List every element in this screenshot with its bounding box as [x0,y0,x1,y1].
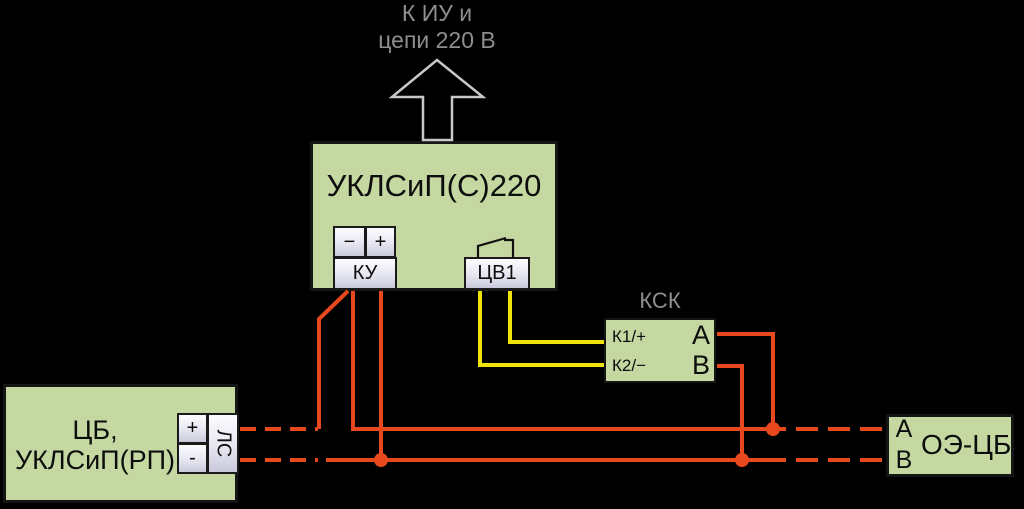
cb-minus-label: - [189,447,196,469]
wire-cv1-to-k2 [478,291,604,367]
ksk-title: КСК [639,288,681,313]
ku-plus-label: + [374,230,387,253]
cb-unit-name-line1: ЦБ, [72,415,118,445]
ksk-channel-a: А [691,320,710,350]
oe-line-a-label: А [895,415,913,443]
cb-minus-terminal: - [177,443,208,474]
cb-unit-name: ЦБ, УКЛСиП(РП) [9,415,181,475]
cb-plus-terminal: + [177,413,208,444]
oe-line-b-label: В [895,446,913,474]
ksk-terminal-k2: К2/− [612,356,647,375]
ku-minus-terminal: − [333,226,366,258]
cb-ls-label: ЛС [212,429,235,458]
uklsip-unit-title: УКЛСиП(С)220 [326,168,542,203]
ksk-terminal-k1: К1/+ [612,327,647,346]
oe-unit-title: ОЭ-ЦБ [921,429,1012,460]
wire-ksk-b-drop [717,364,744,462]
cb-plus-label: + [186,417,199,439]
cv1-label: ЦВ1 [477,262,517,284]
ku-terminal-block: КУ [333,257,397,290]
ksk-channel-b: В [691,350,710,380]
cb-unit-name-line2: УКЛСиП(РП) [15,445,175,475]
wire-cv1-to-k1 [508,291,604,344]
junction-dot-b [735,453,749,467]
oe-unit-box [886,414,1014,477]
top-annotation: К ИУ и цепи 220 В [337,0,537,54]
wire-line-a-solid [351,291,786,431]
cv1-terminal-block: ЦВ1 [464,257,530,290]
ku-minus-label: − [343,230,356,253]
junction-dot-ku [374,453,388,467]
wire-ku-minus-branch [317,289,350,429]
top-annotation-line1: К ИУ и [401,0,473,26]
cb-ls-terminal: ЛС [207,413,239,474]
ku-label: КУ [352,262,378,284]
junction-dot-a [766,422,780,436]
up-arrow-icon [388,58,487,142]
cb-unit-box: ЦБ, УКЛСиП(РП) [3,384,238,503]
wire-ksk-a-drop [717,332,775,431]
ku-plus-terminal: + [365,226,396,258]
top-annotation-line2: цепи 220 В [378,27,496,53]
